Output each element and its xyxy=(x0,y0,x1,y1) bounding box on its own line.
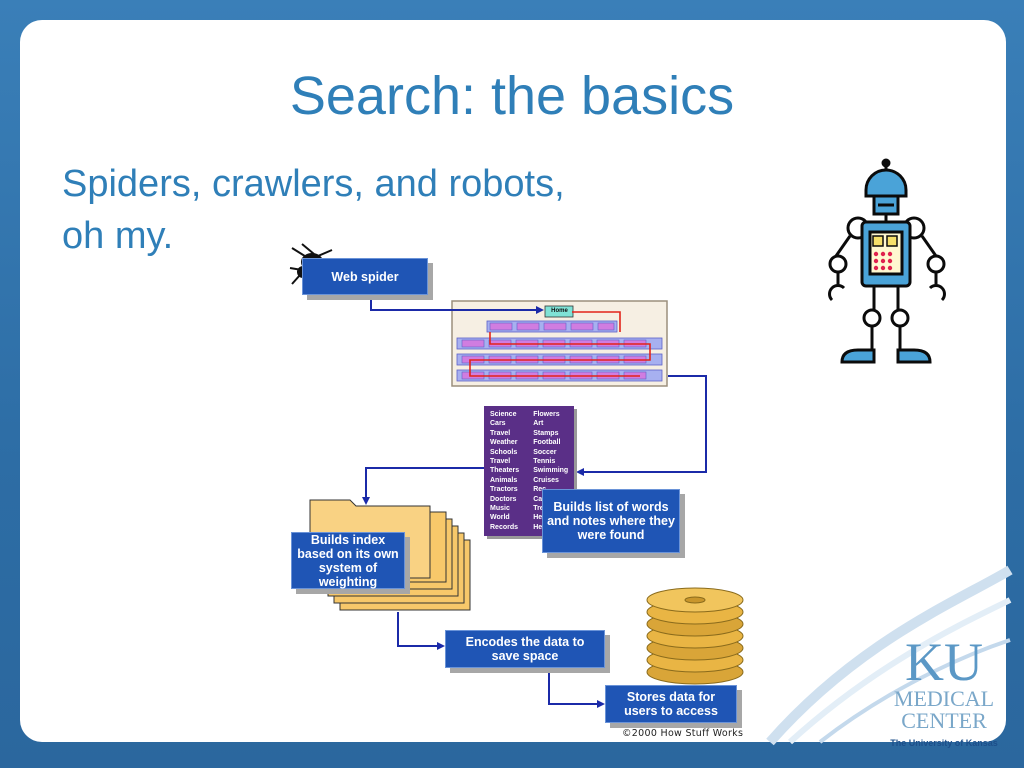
word-item: Animals xyxy=(490,476,518,484)
home-label: Home xyxy=(551,308,568,314)
logo-medical: MEDICAL xyxy=(893,686,995,711)
word-item: World xyxy=(490,514,510,522)
word-item: Music xyxy=(490,505,510,513)
word-item: Flowers xyxy=(533,411,560,418)
slide-subtitle: Spiders, crawlers, and robots, oh my. xyxy=(62,158,702,262)
word-item: Football xyxy=(533,439,561,447)
word-item: He xyxy=(533,514,543,522)
website-structure xyxy=(451,300,668,387)
slide-title: Search: the basics xyxy=(289,66,735,126)
word-item: Soccer xyxy=(533,448,557,456)
word-item: Art xyxy=(533,420,544,428)
builds-index-box: Builds index based on its own system of … xyxy=(291,532,405,589)
word-item: Swimming xyxy=(533,467,569,475)
ku-letters: KU xyxy=(905,632,983,692)
word-item: Schools xyxy=(490,448,518,456)
logo-center: CENTER xyxy=(901,708,987,733)
word-item: Travel xyxy=(490,429,511,437)
word-item: Travel xyxy=(490,458,511,466)
word-item: Tre xyxy=(533,505,544,513)
word-item: Cars xyxy=(490,420,506,428)
builds-list-box: Builds list of words and notes where the… xyxy=(542,489,680,553)
word-list-column-2: Flowers Art Stamps Football Soccer Tenni… xyxy=(533,410,568,536)
word-item: Stamps xyxy=(533,429,559,437)
word-item: Tennis xyxy=(533,458,556,466)
word-item: Science xyxy=(490,411,517,418)
word-item: Ca xyxy=(533,495,543,503)
stores-label: Stores data for users to access xyxy=(624,690,718,718)
ku-medical-center-logo: KU MEDICAL CENTER The University of Kans… xyxy=(878,632,1010,748)
word-item: He xyxy=(533,523,543,531)
word-item: Doctors xyxy=(490,495,517,503)
word-item: Rec xyxy=(533,486,547,494)
word-item: Cruises xyxy=(533,476,559,484)
logo-university: The University of Kansas xyxy=(890,738,998,748)
word-item: Weather xyxy=(490,439,518,447)
subtitle-line-2: oh my. xyxy=(62,215,174,257)
word-item: Theaters xyxy=(490,467,520,475)
web-spider-label: Web spider xyxy=(331,269,399,284)
builds-list-label: Builds list of words and notes where the… xyxy=(547,500,675,542)
encodes-label: Encodes the data to save space xyxy=(465,635,585,663)
flow-arrows xyxy=(365,294,707,705)
word-item: Tractors xyxy=(490,486,518,494)
stores-box: Stores data for users to access xyxy=(605,685,737,723)
subtitle-line-1: Spiders, crawlers, and robots, xyxy=(62,163,565,205)
web-spider-box: Web spider xyxy=(302,258,428,295)
word-item: Records xyxy=(490,523,519,531)
word-list-column-1: Science Cars Travel Weather Schools Trav… xyxy=(490,410,519,536)
encodes-box: Encodes the data to save space xyxy=(445,630,605,668)
database-disks-icon xyxy=(646,587,744,685)
copyright-notice: ©2000 How Stuff Works xyxy=(622,728,744,739)
builds-index-label: Builds index based on its own system of … xyxy=(297,532,399,589)
